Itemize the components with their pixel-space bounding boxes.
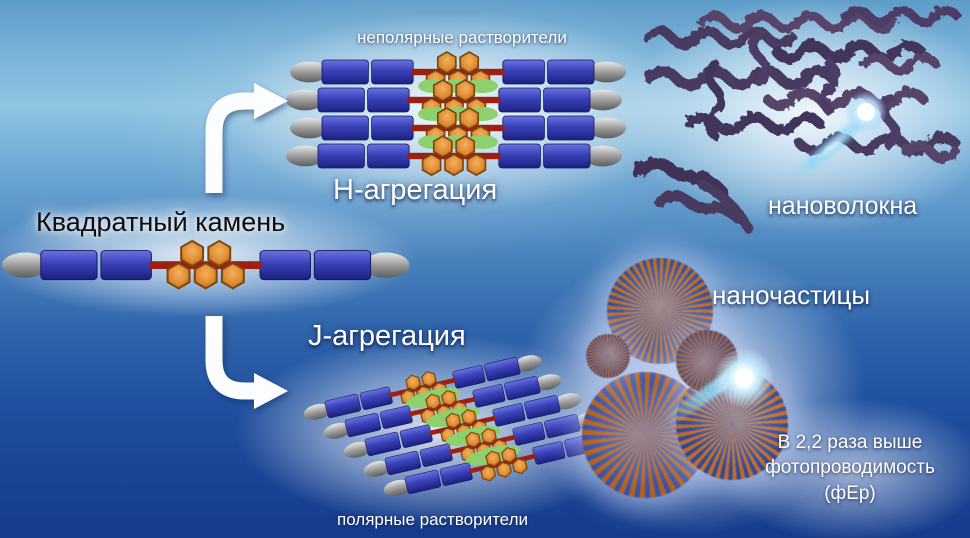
photoconductivity-line-1: В 2,2 раза выше xyxy=(777,432,923,453)
label-h-aggregation: H-агрегация xyxy=(333,174,498,206)
label-polar-solvents: полярные растворители xyxy=(337,510,528,529)
label-nanoparticles: наночастицы xyxy=(712,280,871,310)
h-aggregate-structure xyxy=(286,52,626,175)
label-j-aggregation: J-агрегация xyxy=(308,320,466,352)
nanoparticle-blob xyxy=(586,334,630,378)
arrow-down xyxy=(205,316,288,409)
nanofiber-flash xyxy=(791,85,893,181)
label-square-stone: Квадратный камень xyxy=(36,207,286,237)
label-photoconductivity: В 2,2 раза выше фотопроводимость (фЕр) xyxy=(742,430,958,506)
arrow-up xyxy=(205,83,288,193)
nanofibers-structure xyxy=(630,3,960,231)
label-nanofibers: нановолокна xyxy=(768,192,918,220)
photoconductivity-line-2: фотопроводимость xyxy=(765,457,935,479)
photoconductivity-line-3: (фЕр) xyxy=(824,482,876,504)
nanoparticle-flash xyxy=(714,348,774,408)
j-aggregate-structure xyxy=(301,346,625,504)
label-nonpolar-solvents: неполярные растворители xyxy=(357,28,567,47)
